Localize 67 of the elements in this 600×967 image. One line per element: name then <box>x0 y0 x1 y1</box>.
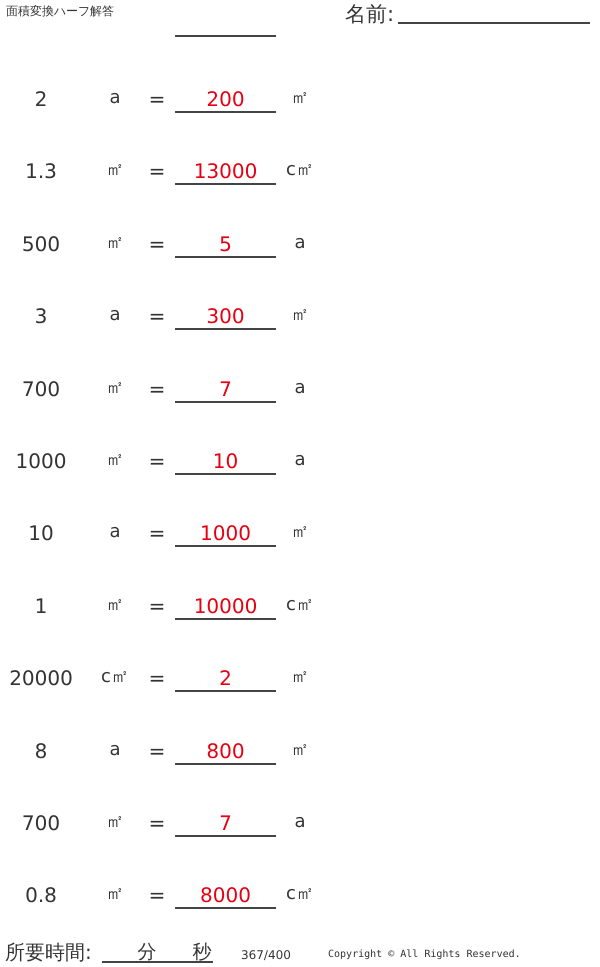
problem-value: 1 <box>34 596 48 616</box>
answer-box: 10 <box>175 451 276 475</box>
name-label: 名前: <box>345 4 394 25</box>
problem-value: 0.8 <box>25 885 57 906</box>
unit-label: a <box>109 306 121 324</box>
unit-label: a <box>294 234 306 252</box>
answer-box: 2 <box>175 668 276 692</box>
answer-box: 8000 <box>175 885 276 910</box>
unit-label: c㎡ <box>101 668 129 686</box>
answer-box: 5 <box>175 234 276 258</box>
unit-label: a <box>109 523 121 542</box>
equals-sign: = <box>148 89 166 109</box>
unit-label: a <box>109 740 121 759</box>
page-number: 367/400 <box>241 949 291 961</box>
equals-sign: = <box>148 813 166 833</box>
problem-value: 1.3 <box>25 161 57 182</box>
equals-sign: = <box>148 306 166 326</box>
unit-label: a <box>294 378 306 397</box>
equals-sign: = <box>148 523 166 544</box>
worksheet-title: 面積変換ハーフ解答 <box>6 5 114 17</box>
problem-value: 500 <box>22 234 60 254</box>
problem-value: 1000 <box>16 451 66 471</box>
answer-box: 1000 <box>175 523 276 548</box>
unit-label: ㎡ <box>106 161 124 180</box>
unit-label: ㎡ <box>291 523 309 542</box>
answer-box: 7 <box>175 813 276 837</box>
problem-value: 10 <box>28 523 54 544</box>
unit-label: ㎡ <box>106 378 124 397</box>
answer-box: 7 <box>175 378 276 403</box>
unit-label: ㎡ <box>291 668 309 686</box>
unit-label: ㎡ <box>291 740 309 759</box>
unit-label: ㎡ <box>106 813 124 831</box>
unit-label: ㎡ <box>106 596 124 614</box>
problem-value: 700 <box>22 378 60 399</box>
equals-sign: = <box>148 596 166 616</box>
equals-sign: = <box>148 234 166 254</box>
answer-box: 10000 <box>175 596 276 620</box>
problem-value: 3 <box>34 306 48 326</box>
answer-box: 300 <box>175 306 276 330</box>
problem-value: 2 <box>34 89 48 109</box>
unit-label: a <box>294 813 306 831</box>
answer-box: 13000 <box>175 161 276 186</box>
copyright-notice: Copyright © All Rights Reserved. <box>328 950 521 960</box>
equals-sign: = <box>148 885 166 906</box>
unit-label: ㎡ <box>291 89 309 107</box>
time-label: 所要時間: <box>5 942 92 962</box>
problem-value: 700 <box>22 813 60 833</box>
problem-value: 20000 <box>9 668 73 688</box>
equals-sign: = <box>148 740 166 761</box>
equals-sign: = <box>148 378 166 399</box>
unit-label: ㎡ <box>106 234 124 252</box>
minutes-label: 分 <box>138 943 156 962</box>
unit-label: a <box>109 89 121 107</box>
seconds-label: 秒 <box>192 943 212 962</box>
unit-label: ㎡ <box>106 451 124 469</box>
unit-label: c㎡ <box>286 596 314 614</box>
unit-label: c㎡ <box>286 885 314 904</box>
problem-value: 8 <box>34 740 48 761</box>
unit-label: a <box>294 451 306 469</box>
equals-sign: = <box>148 161 166 182</box>
unit-label: ㎡ <box>291 306 309 324</box>
equals-sign: = <box>148 668 166 688</box>
unit-label: c㎡ <box>286 161 314 180</box>
answer-box: 200 <box>175 89 276 113</box>
unit-label: ㎡ <box>106 885 124 904</box>
equals-sign: = <box>148 451 166 471</box>
answer-box: 800 <box>175 740 276 765</box>
